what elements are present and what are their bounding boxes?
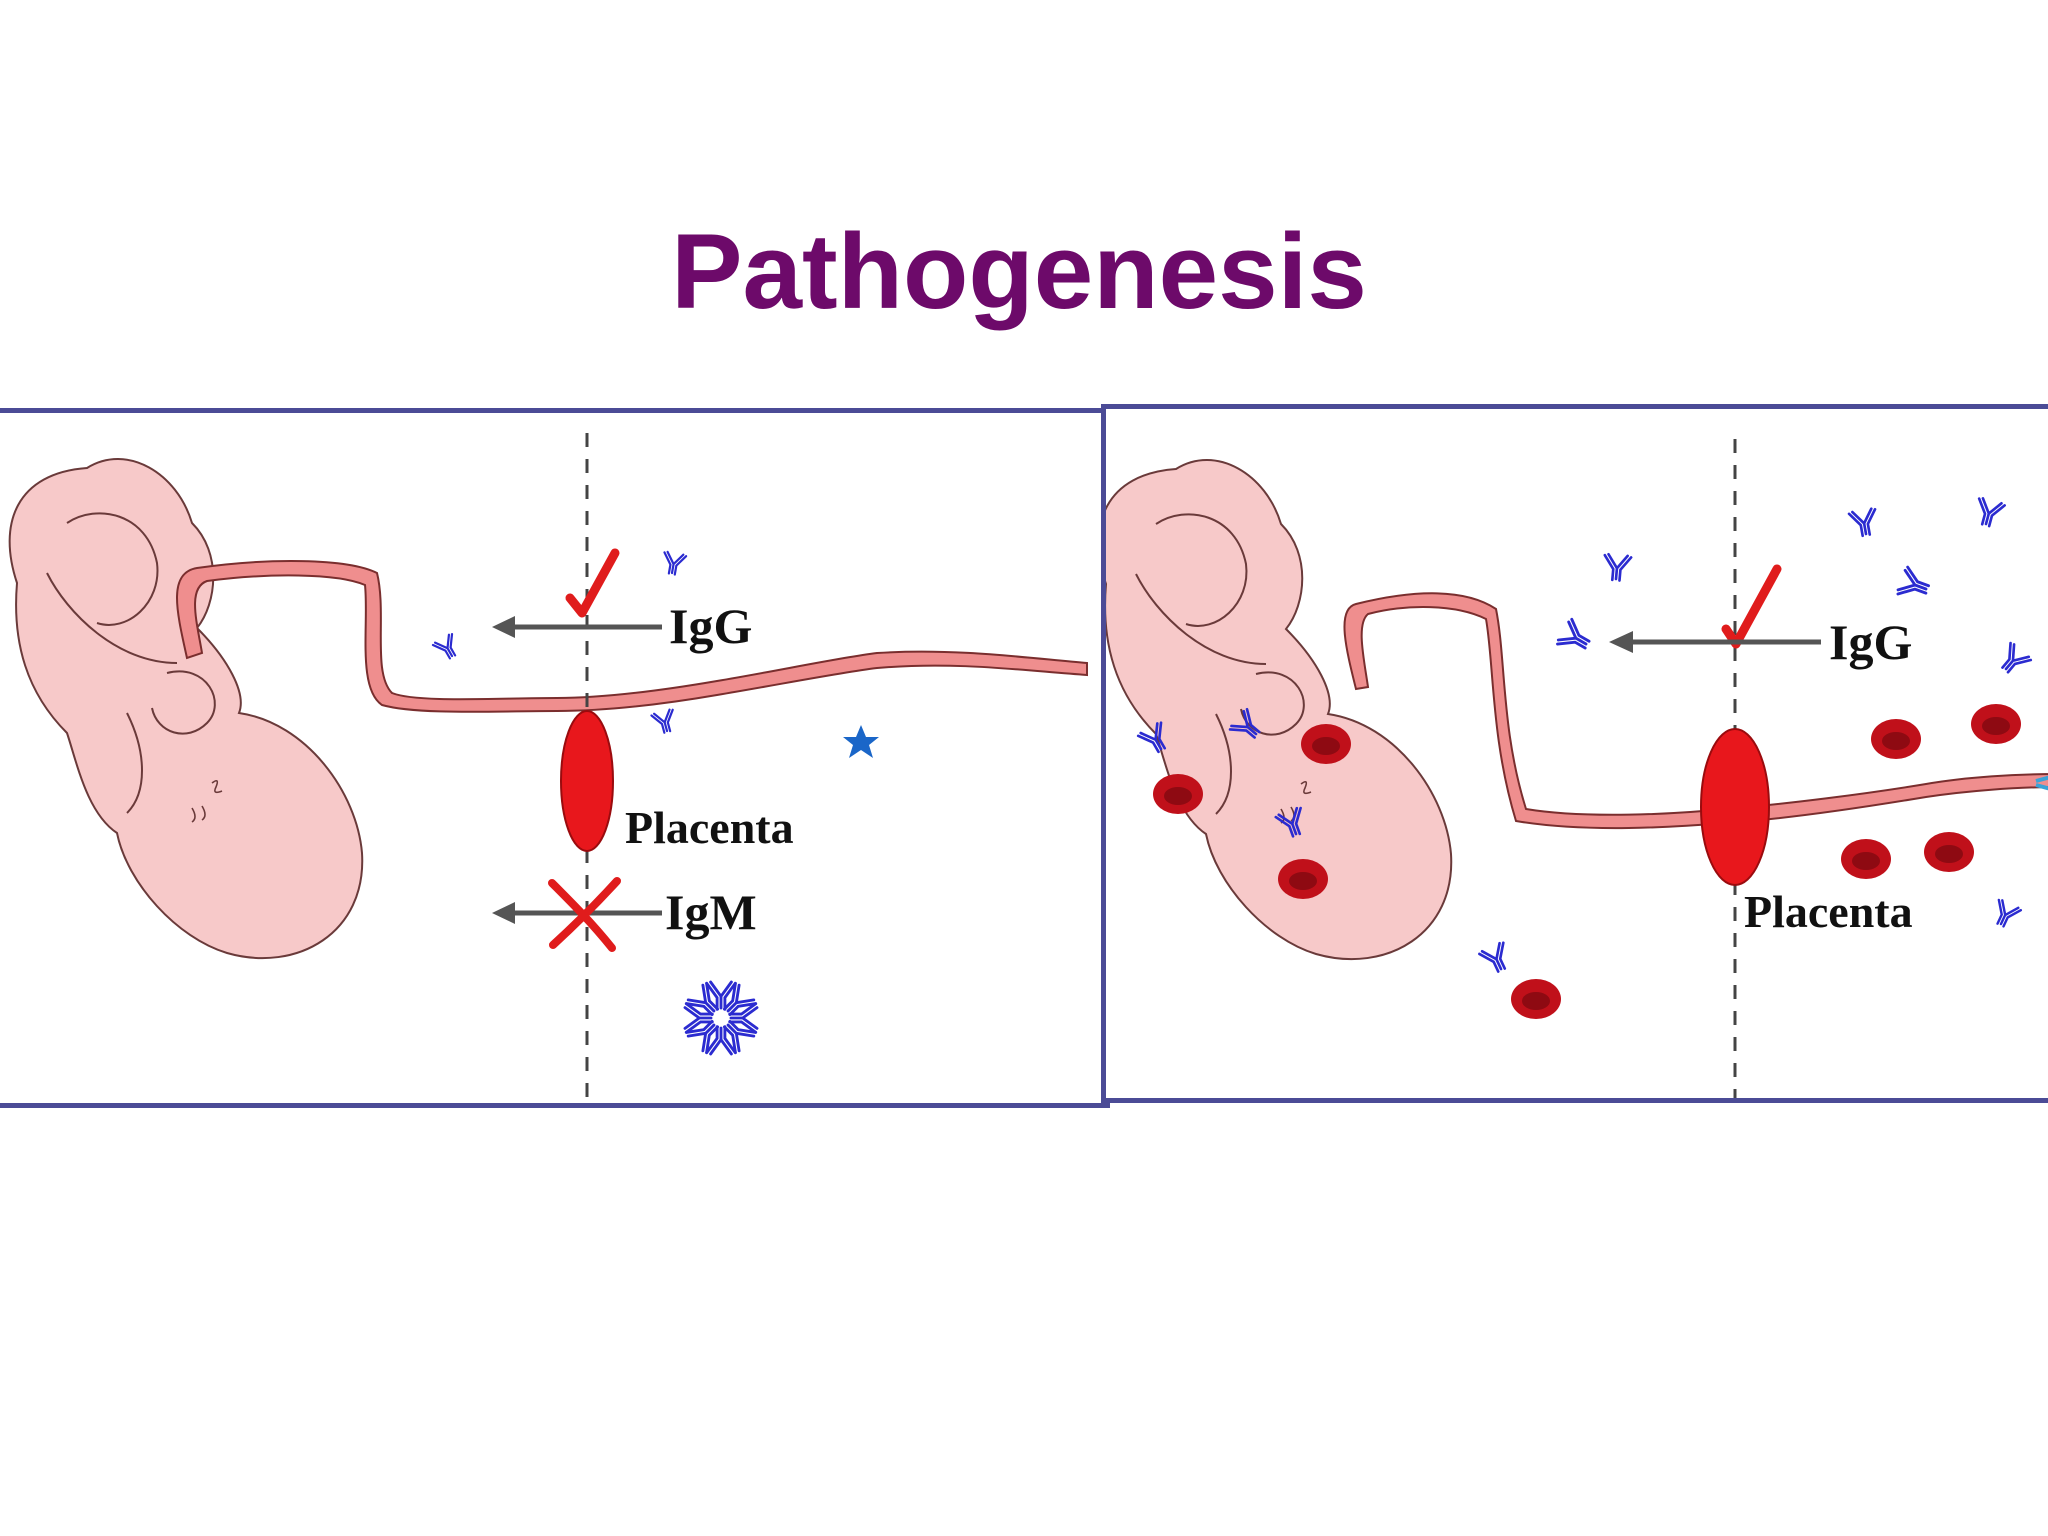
red-blood-cell-icon bbox=[1511, 979, 1561, 1019]
left-diagram-panel: IgG Placenta IgM bbox=[0, 408, 1110, 1108]
umbilical-cord bbox=[1343, 592, 2048, 830]
umbilical-cord bbox=[176, 560, 1088, 713]
check-icon bbox=[565, 548, 620, 618]
red-blood-cell-icon bbox=[1871, 719, 1921, 759]
fetus-illustration bbox=[1106, 459, 1453, 961]
antibody-icon bbox=[1988, 897, 2023, 932]
fetus-illustration bbox=[8, 458, 364, 960]
antibody-icon bbox=[1477, 940, 1515, 977]
red-blood-cell-icon bbox=[1924, 832, 1974, 872]
slide-title: Pathogenesis bbox=[671, 211, 1367, 331]
right-diagram: IgG Placenta bbox=[1106, 439, 2048, 1098]
igm-pentamer-icon bbox=[683, 980, 759, 1056]
right-diagram-panel: IgG Placenta bbox=[1101, 404, 2048, 1103]
red-blood-cell-icon bbox=[1841, 839, 1891, 879]
cord-end-marker bbox=[2035, 775, 2048, 791]
antibody-icon bbox=[431, 632, 464, 664]
igg-arrow bbox=[1609, 631, 1821, 653]
red-blood-cell-icon bbox=[1971, 704, 2021, 744]
star-icon bbox=[843, 725, 879, 758]
red-blood-cell-icon bbox=[1153, 774, 1203, 814]
placenta-shape bbox=[560, 710, 614, 852]
left-igg-label: IgG bbox=[669, 598, 752, 654]
antibody-icon bbox=[659, 550, 688, 577]
placenta-shape bbox=[1700, 728, 1770, 886]
antibody-icon bbox=[1971, 496, 2007, 530]
red-blood-cell-icon bbox=[1301, 724, 1351, 764]
antibody-icon bbox=[1601, 552, 1633, 583]
antibody-icon bbox=[1895, 565, 1934, 605]
igg-arrow bbox=[492, 616, 662, 638]
right-placenta-label: Placenta bbox=[1744, 886, 1913, 937]
antibody-icon bbox=[1847, 506, 1881, 539]
left-diagram: IgG Placenta IgM bbox=[8, 433, 1088, 1103]
antibody-icon bbox=[1554, 617, 1596, 659]
antibody-icon bbox=[650, 707, 679, 736]
right-igg-label: IgG bbox=[1829, 614, 1912, 670]
cross-icon bbox=[548, 877, 621, 952]
red-blood-cell-icon bbox=[1278, 859, 1328, 899]
left-placenta-label: Placenta bbox=[625, 802, 794, 853]
left-igm-label: IgM bbox=[665, 884, 757, 940]
antibody-icon bbox=[1993, 640, 2033, 680]
